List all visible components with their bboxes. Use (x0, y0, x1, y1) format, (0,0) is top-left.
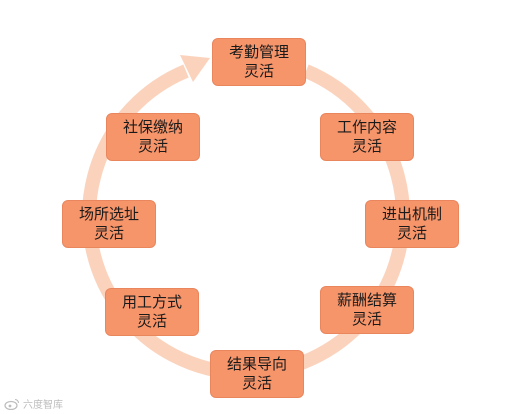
node-entry-exit-mechanism-line1: 进出机制 (381, 205, 442, 223)
node-workplace-location-line1: 场所选址 (78, 205, 139, 223)
node-social-insurance: 社保缴纳 灵活 (106, 113, 200, 161)
node-work-content-line2: 灵活 (351, 137, 382, 155)
node-result-oriented-line2: 灵活 (241, 374, 272, 392)
node-salary-settlement-line2: 灵活 (351, 310, 382, 328)
node-social-insurance-line2: 灵活 (137, 137, 168, 155)
node-entry-exit-mechanism: 进出机制 灵活 (365, 200, 459, 248)
node-employment-method-line1: 用工方式 (121, 293, 182, 311)
node-attendance-management-line2: 灵活 (243, 62, 274, 80)
node-salary-settlement-line1: 薪酬结算 (336, 291, 397, 309)
node-entry-exit-mechanism-line2: 灵活 (396, 224, 427, 242)
node-attendance-management: 考勤管理 灵活 (212, 38, 306, 86)
node-employment-method: 用工方式 灵活 (105, 288, 199, 336)
node-work-content-line1: 工作内容 (336, 118, 397, 136)
node-workplace-location: 场所选址 灵活 (62, 200, 156, 248)
node-workplace-location-line2: 灵活 (93, 224, 124, 242)
node-attendance-management-line1: 考勤管理 (228, 43, 289, 61)
watermark: 六度智库 (4, 396, 63, 411)
node-result-oriented-line1: 结果导向 (226, 355, 287, 373)
cycle-arrowhead-icon (180, 55, 210, 82)
watermark-text: 六度智库 (23, 400, 63, 411)
weibo-logo-icon (4, 398, 20, 410)
node-salary-settlement: 薪酬结算 灵活 (320, 286, 414, 334)
node-employment-method-line2: 灵活 (136, 312, 167, 330)
node-social-insurance-line1: 社保缴纳 (122, 118, 183, 136)
node-work-content: 工作内容 灵活 (320, 113, 414, 161)
node-result-oriented: 结果导向 灵活 (210, 350, 304, 398)
